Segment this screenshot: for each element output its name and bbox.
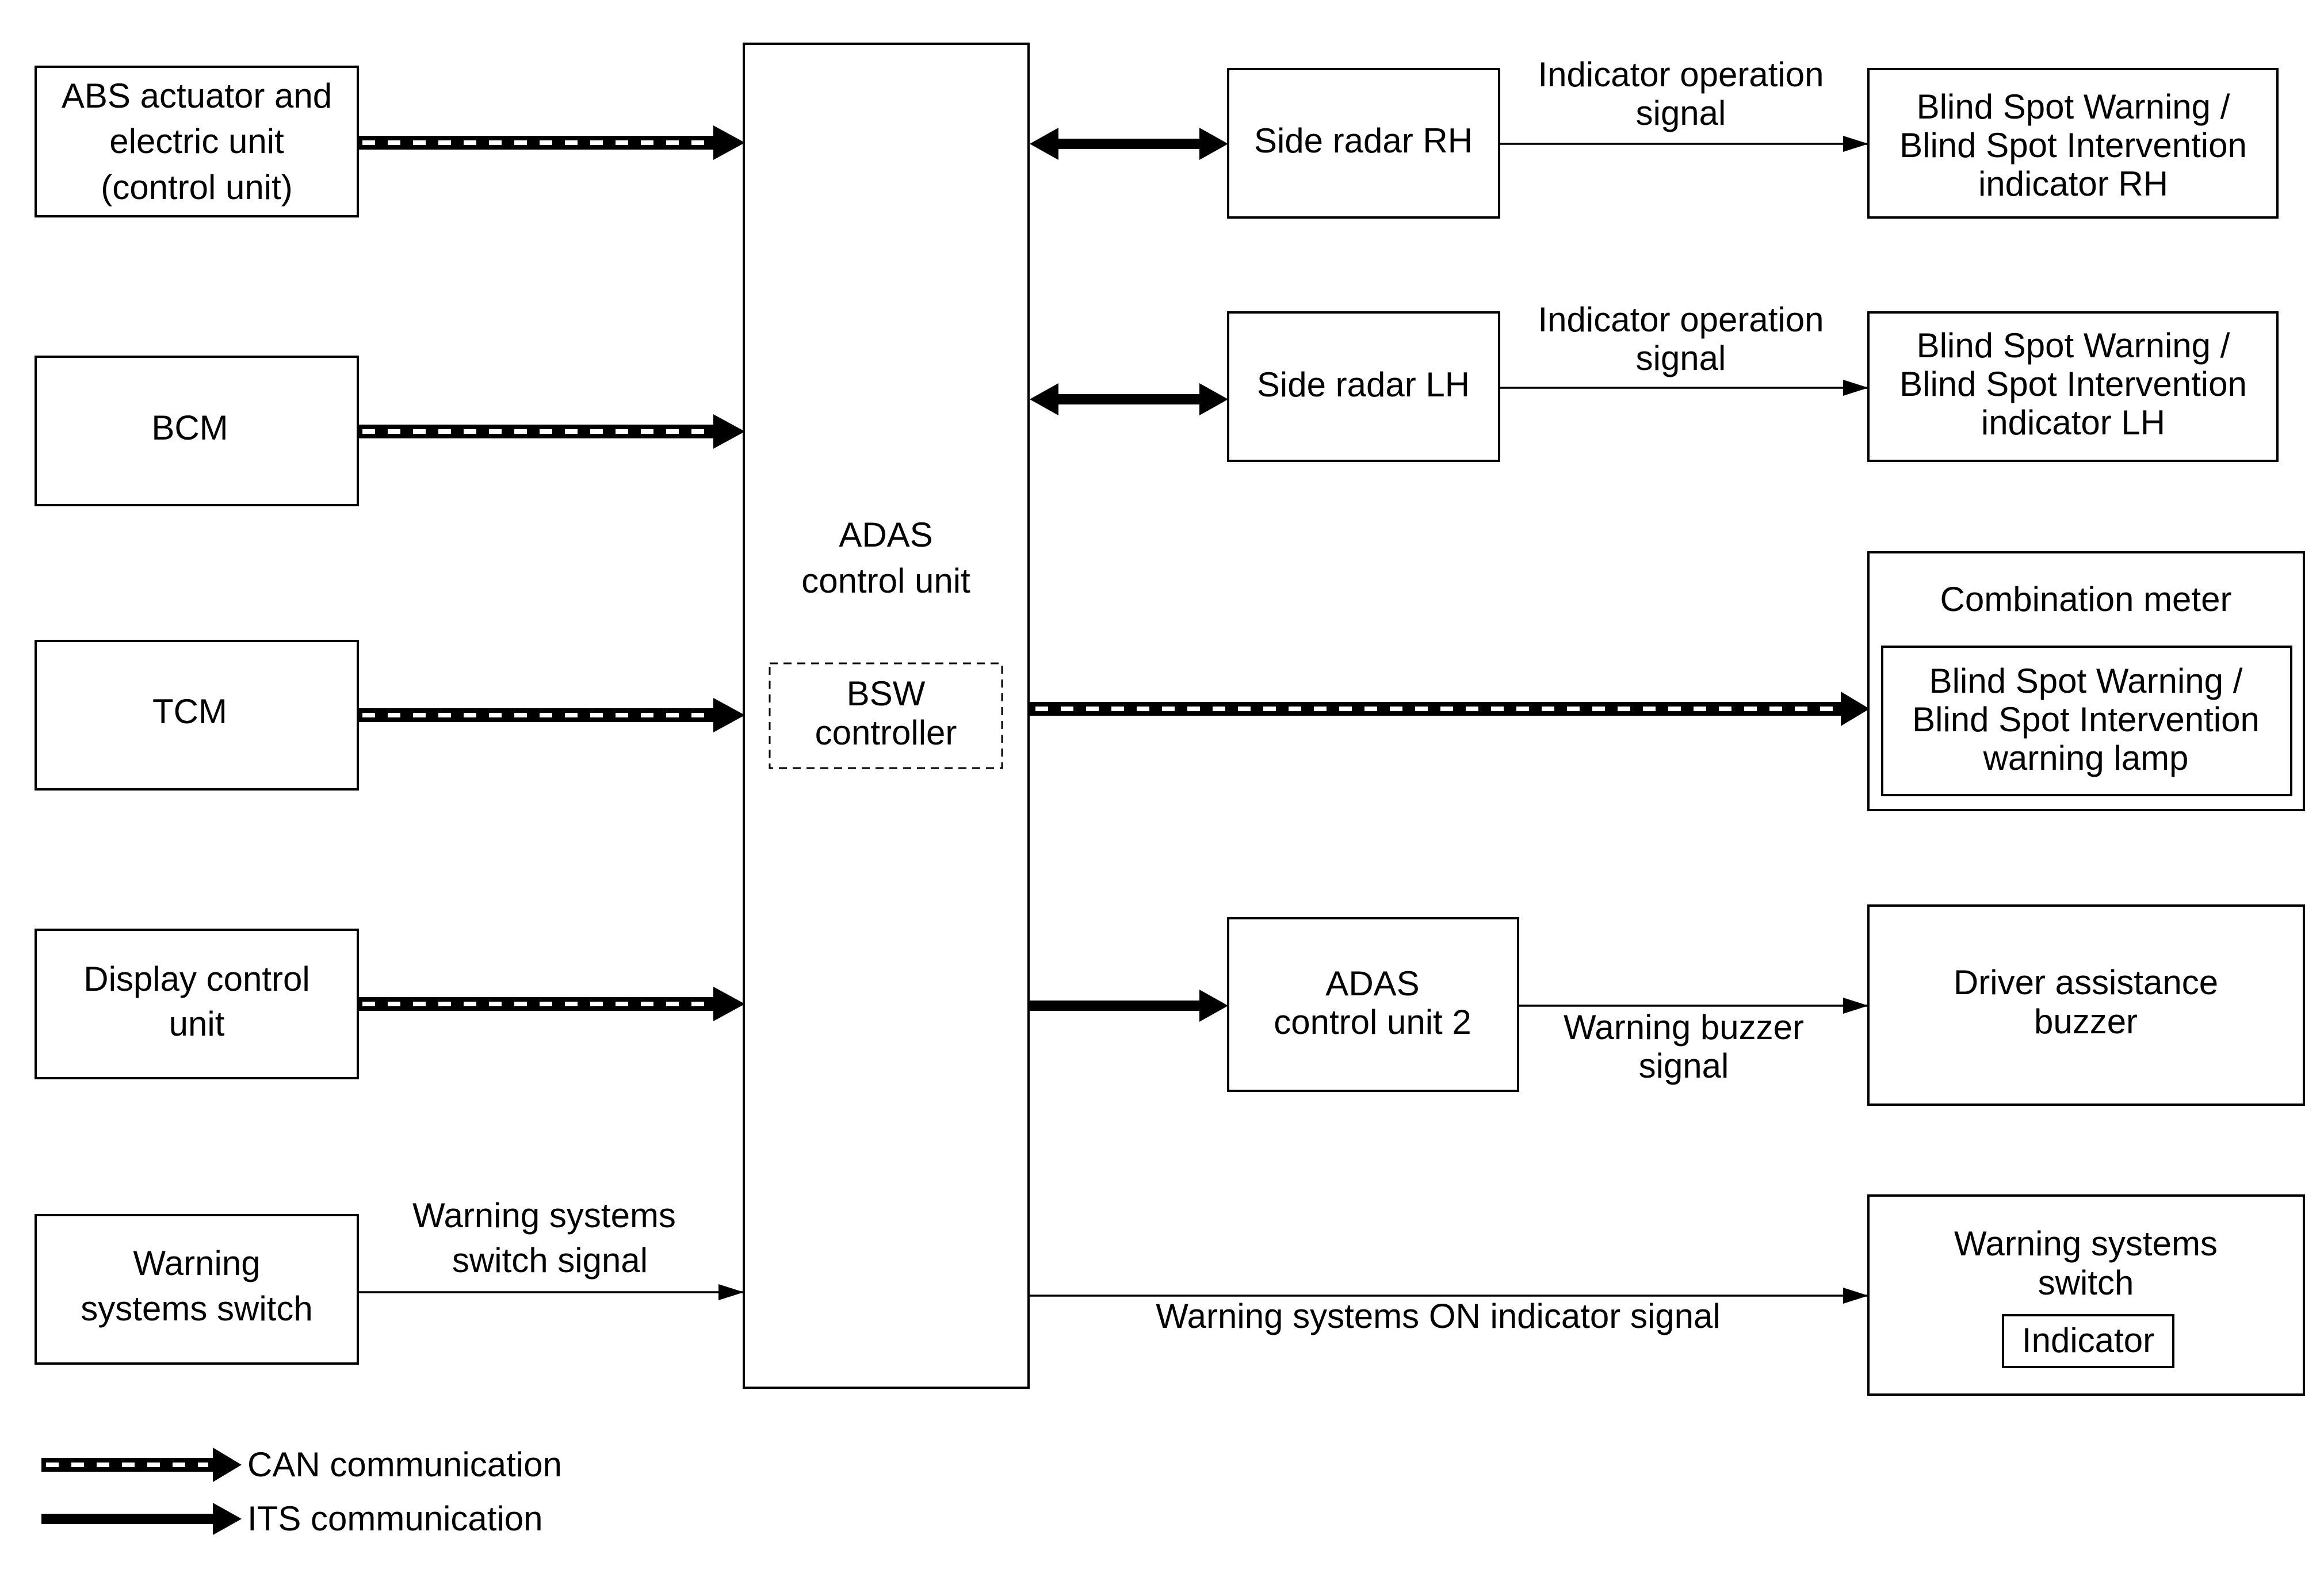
abs-label-2: electric unit — [109, 122, 284, 161]
legend-can-label: CAN communication — [247, 1445, 562, 1484]
can-line-tcm — [358, 698, 745, 732]
bsw-indicator-rh-box: Blind Spot Warning / Blind Spot Interven… — [1867, 68, 2279, 219]
bsw-controller-box: BSW controller — [769, 662, 1003, 769]
bsw-label-1: BSW — [847, 674, 926, 713]
ind-rh-label-3: indicator RH — [1978, 165, 2168, 203]
lamp-label-2: Blind Spot Intervention — [1912, 700, 2260, 739]
bsw-indicator-lh-box: Blind Spot Warning / Blind Spot Interven… — [1867, 311, 2279, 462]
combination-meter-label: Combination meter — [1940, 580, 2232, 618]
display-label-1: Display control — [83, 960, 310, 998]
bsw-label-2: controller — [815, 713, 957, 752]
warning-lamp-box — [1881, 646, 2292, 796]
bcm-box: BCM — [35, 356, 359, 506]
adas-label-2: control unit — [801, 562, 970, 600]
buzzer-label-2: buzzer — [2034, 1002, 2138, 1041]
can-line-bcm — [358, 414, 745, 449]
abs-actuator-box: ABS actuator and electric unit (control … — [35, 66, 359, 217]
bcm-label: BCM — [151, 408, 228, 447]
tcm-label: TCM — [152, 692, 227, 731]
adas2-label-2: control unit 2 — [1274, 1003, 1471, 1041]
ind-rh-label-2: Blind Spot Intervention — [1899, 126, 2247, 165]
signal-label-lh-2: signal — [1636, 339, 1726, 377]
switch-signal-label-2: switch signal — [452, 1241, 648, 1280]
ind-lh-label-2: Blind Spot Intervention — [1899, 365, 2247, 403]
buzzer-signal-label-1: Warning buzzer — [1564, 1008, 1804, 1047]
its-line-radar-rh — [1030, 128, 1228, 160]
warn-switch-out-label-1: Warning systems — [1954, 1224, 2218, 1263]
side-radar-rh-box: Side radar RH — [1227, 68, 1500, 219]
warning-switch-input-box: Warning systems switch — [35, 1214, 359, 1365]
adas-control-unit-2-box: ADAS control unit 2 — [1227, 917, 1519, 1092]
signal-label-lh-1: Indicator operation — [1538, 300, 1824, 339]
switch-signal-label-1: Warning systems — [412, 1196, 676, 1235]
can-line-combination-meter — [1030, 692, 1870, 726]
legend-can-swatch — [41, 1448, 242, 1482]
adas-label-1: ADAS — [839, 516, 932, 554]
driver-assistance-buzzer-box: Driver assistance buzzer — [1867, 904, 2305, 1106]
radar-rh-label: Side radar RH — [1254, 121, 1473, 160]
warn-switch-out-label-2: switch — [2038, 1263, 2134, 1302]
warning-systems-switch-box: Warning systems switch Indicator — [1867, 1194, 2305, 1396]
signal-label-rh-1: Indicator operation — [1538, 55, 1824, 94]
abs-label-3: (control unit) — [101, 168, 292, 207]
on-indicator-signal-label: Warning systems ON indicator signal — [1156, 1297, 1720, 1335]
combination-meter-box: Combination meter Blind Spot Warning / B… — [1867, 551, 2305, 811]
can-line-abs — [358, 125, 745, 160]
lamp-label-1: Blind Spot Warning / — [1929, 662, 2243, 700]
indicator-label: Indicator — [2022, 1321, 2154, 1360]
adas2-label-1: ADAS — [1325, 964, 1419, 1003]
legend-its-label: ITS communication — [247, 1499, 543, 1538]
side-radar-lh-box: Side radar LH — [1227, 311, 1500, 462]
display-label-2: unit — [169, 1005, 225, 1043]
ind-rh-label-1: Blind Spot Warning / — [1917, 87, 2230, 126]
ind-lh-label-3: indicator LH — [1981, 403, 2165, 442]
warn-switch-label-2: systems switch — [81, 1289, 312, 1328]
indicator-box — [2002, 1314, 2174, 1368]
signal-label-rh-2: signal — [1636, 94, 1726, 132]
can-line-display — [358, 987, 745, 1021]
buzzer-signal-label-2: signal — [1639, 1047, 1729, 1085]
its-line-radar-lh — [1030, 383, 1228, 415]
display-control-unit-box: Display control unit — [35, 929, 359, 1079]
tcm-box: TCM — [35, 640, 359, 791]
lamp-label-3: warning lamp — [1983, 739, 2189, 777]
buzzer-label-1: Driver assistance — [1954, 963, 2218, 1002]
radar-lh-label: Side radar LH — [1257, 365, 1470, 404]
ind-lh-label-1: Blind Spot Warning / — [1917, 326, 2230, 365]
abs-label-1: ABS actuator and — [62, 77, 332, 115]
warn-switch-label-1: Warning — [133, 1244, 260, 1282]
legend-its-swatch — [41, 1503, 242, 1535]
its-line-adas2 — [1030, 990, 1228, 1022]
legend: CAN communication ITS communication — [41, 1445, 562, 1538]
